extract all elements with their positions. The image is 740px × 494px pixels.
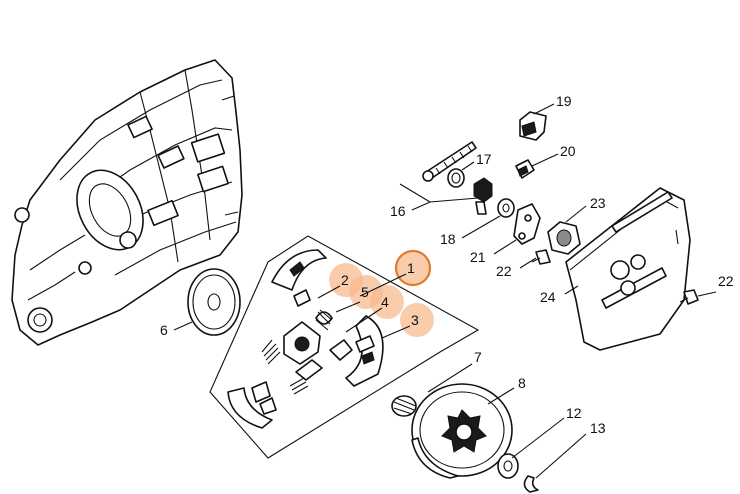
part-21-tensioner-plate[interactable] bbox=[513, 203, 541, 245]
part-13-e-clip[interactable] bbox=[523, 475, 539, 493]
part-23-cam[interactable] bbox=[547, 221, 581, 255]
callout-5[interactable]: 5 bbox=[361, 284, 369, 300]
part-16-tensioner-assembly[interactable] bbox=[422, 141, 477, 182]
callout-24[interactable]: 24 bbox=[540, 289, 556, 305]
part-12-washer[interactable] bbox=[497, 453, 519, 479]
part-24-sprocket-cover[interactable] bbox=[565, 187, 691, 351]
callout-labels: 1 2 3 4 5 6 7 8 12 13 16 17 18 19 20 21 … bbox=[160, 93, 734, 436]
callout-4[interactable]: 4 bbox=[381, 294, 389, 310]
part-22-screw-cover[interactable] bbox=[679, 289, 699, 305]
callout-3[interactable]: 3 bbox=[411, 312, 419, 328]
callout-20[interactable]: 20 bbox=[560, 143, 576, 159]
callout-18[interactable]: 18 bbox=[440, 231, 456, 247]
callout-7[interactable]: 7 bbox=[474, 349, 482, 365]
part-8-clutch-drum[interactable] bbox=[411, 383, 513, 479]
callout-16[interactable]: 16 bbox=[390, 203, 406, 219]
part-17-o-ring[interactable] bbox=[447, 168, 465, 188]
part-4-clutch-carrier[interactable] bbox=[283, 321, 353, 381]
callout-17[interactable]: 17 bbox=[476, 151, 492, 167]
callout-12[interactable]: 12 bbox=[566, 405, 582, 421]
callout-22[interactable]: 22 bbox=[496, 263, 512, 279]
leader-lines bbox=[173, 103, 717, 479]
callout-2[interactable]: 2 bbox=[341, 272, 349, 288]
part-22-screw[interactable] bbox=[531, 249, 551, 265]
part-19-bracket[interactable] bbox=[519, 111, 547, 141]
callout-6[interactable]: 6 bbox=[160, 322, 168, 338]
callout-1[interactable]: 1 bbox=[407, 260, 415, 276]
part-6-disc-washer[interactable] bbox=[187, 268, 241, 336]
callout-19[interactable]: 19 bbox=[556, 93, 572, 109]
part-7-needle-bearing[interactable] bbox=[391, 395, 417, 417]
callout-21[interactable]: 21 bbox=[470, 249, 486, 265]
lower-clutch-shoe bbox=[227, 381, 277, 429]
part-18-washer[interactable] bbox=[497, 198, 515, 218]
crankcase-housing bbox=[11, 59, 243, 346]
callout-13[interactable]: 13 bbox=[590, 420, 606, 436]
part-20-slide[interactable] bbox=[515, 159, 535, 179]
part-2-clutch-shoe[interactable] bbox=[271, 249, 327, 307]
part-5-spring[interactable] bbox=[315, 309, 333, 331]
callout-23[interactable]: 23 bbox=[590, 195, 606, 211]
callout-22-cover[interactable]: 22 bbox=[718, 273, 734, 289]
clutch-springs bbox=[261, 339, 309, 395]
part-3-clutch-shoe[interactable] bbox=[345, 315, 384, 387]
clutch-group-outline bbox=[209, 235, 480, 459]
tensioner-gear bbox=[473, 177, 493, 215]
callout-8[interactable]: 8 bbox=[518, 375, 526, 391]
